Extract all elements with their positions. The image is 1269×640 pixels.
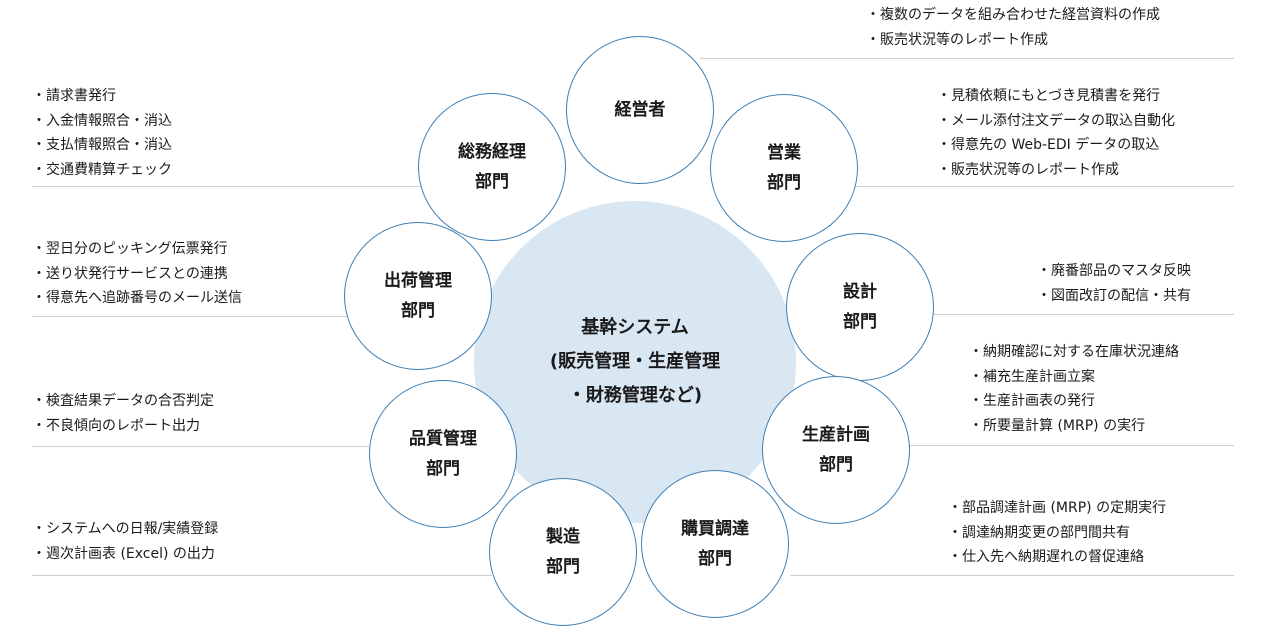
notes-eigyo: 見積依頼にもとづき見積書を発行 メール添付注文データの取込自動化 得意先の We… — [937, 84, 1175, 182]
note-item: 所要量計算 (MRP) の実行 — [969, 414, 1179, 439]
note-item: 生産計画表の発行 — [969, 389, 1179, 414]
node-somu: 総務経理 部門 — [418, 93, 566, 241]
note-item: 見積依頼にもとづき見積書を発行 — [937, 84, 1175, 109]
connector-line-shukka — [32, 316, 352, 317]
node-sekkei: 設計 部門 — [786, 233, 934, 381]
note-item: 支払情報照合・消込 — [32, 133, 172, 158]
connector-line-seizo — [32, 575, 492, 576]
node-kobai: 購買調達 部門 — [641, 470, 789, 618]
note-item: 補充生産計画立案 — [969, 365, 1179, 390]
node-shukka: 出荷管理 部門 — [344, 222, 492, 370]
note-item: 請求書発行 — [32, 84, 172, 109]
note-item: 翌日分のピッキング伝票発行 — [32, 237, 242, 262]
note-item: 入金情報照合・消込 — [32, 109, 172, 134]
notes-kobai: 部品調達計画 (MRP) の定期実行 調達納期変更の部門間共有 仕入先へ納期遅れ… — [948, 496, 1166, 570]
note-item: 販売状況等のレポート作成 — [937, 158, 1175, 183]
notes-seizo: システムへの日報/実績登録 週次計画表 (Excel) の出力 — [32, 517, 218, 566]
core-system-label: 基幹システム (販売管理・生産管理 ・財務管理など) — [549, 317, 721, 406]
core-system-hub: 基幹システム (販売管理・生産管理 ・財務管理など) — [474, 201, 796, 523]
note-item: 不良傾向のレポート出力 — [32, 414, 214, 439]
note-item: メール添付注文データの取込自動化 — [937, 109, 1175, 134]
notes-somu: 請求書発行 入金情報照合・消込 支払情報照合・消込 交通費精算チェック — [32, 84, 172, 182]
note-item: 調達納期変更の部門間共有 — [948, 521, 1166, 546]
node-kobai-label: 購買調達 部門 — [681, 519, 749, 569]
note-item: 複数のデータを組み合わせた経営資料の作成 — [866, 3, 1160, 28]
note-item: 図面改訂の配信・共有 — [1037, 284, 1191, 309]
connector-line-somu — [32, 186, 428, 187]
note-item: 週次計画表 (Excel) の出力 — [32, 542, 218, 567]
note-item: 仕入先へ納期遅れの督促連絡 — [948, 545, 1166, 570]
notes-seisan-keikaku: 納期確認に対する在庫状況連絡 補充生産計画立案 生産計画表の発行 所要量計算 (… — [969, 340, 1179, 438]
connector-line-kobai — [790, 575, 1234, 576]
note-item: 送り状発行サービスとの連携 — [32, 262, 242, 287]
connector-line-hinshitsu — [32, 446, 382, 447]
node-sekkei-label: 設計 部門 — [843, 282, 877, 332]
node-shukka-label: 出荷管理 部門 — [384, 271, 452, 321]
node-keiei: 経営者 — [566, 36, 714, 184]
connector-line-sekkei — [930, 314, 1234, 315]
notes-sekkei: 廃番部品のマスタ反映 図面改訂の配信・共有 — [1037, 259, 1191, 308]
note-item: 納期確認に対する在庫状況連絡 — [969, 340, 1179, 365]
note-item: 得意先の Web-EDI データの取込 — [937, 133, 1175, 158]
node-seisan-keikaku: 生産計画 部門 — [762, 376, 910, 524]
note-item: 得意先へ追跡番号のメール送信 — [32, 286, 242, 311]
node-eigyo-label: 営業 部門 — [767, 143, 801, 193]
connector-line-eigyo — [850, 186, 1234, 187]
note-item: 販売状況等のレポート作成 — [866, 28, 1160, 53]
notes-hinshitsu: 検査結果データの合否判定 不良傾向のレポート出力 — [32, 389, 214, 438]
node-keiei-label: 経営者 — [614, 100, 666, 120]
note-item: 検査結果データの合否判定 — [32, 389, 214, 414]
notes-shukka: 翌日分のピッキング伝票発行 送り状発行サービスとの連携 得意先へ追跡番号のメール… — [32, 237, 242, 311]
node-seisan-keikaku-label: 生産計画 部門 — [802, 425, 870, 475]
node-seizo: 製造 部門 — [489, 478, 637, 626]
note-item: システムへの日報/実績登録 — [32, 517, 218, 542]
node-seizo-label: 製造 部門 — [546, 527, 580, 577]
connector-line-keiei — [700, 58, 1234, 59]
note-item: 交通費精算チェック — [32, 158, 172, 183]
node-hinshitsu: 品質管理 部門 — [369, 380, 517, 528]
note-item: 部品調達計画 (MRP) の定期実行 — [948, 496, 1166, 521]
notes-keiei: 複数のデータを組み合わせた経営資料の作成 販売状況等のレポート作成 — [866, 3, 1160, 52]
node-eigyo: 営業 部門 — [710, 94, 858, 242]
connector-line-seisan-keikaku — [905, 445, 1234, 446]
node-somu-label: 総務経理 部門 — [458, 142, 526, 192]
note-item: 廃番部品のマスタ反映 — [1037, 259, 1191, 284]
node-hinshitsu-label: 品質管理 部門 — [409, 429, 477, 479]
